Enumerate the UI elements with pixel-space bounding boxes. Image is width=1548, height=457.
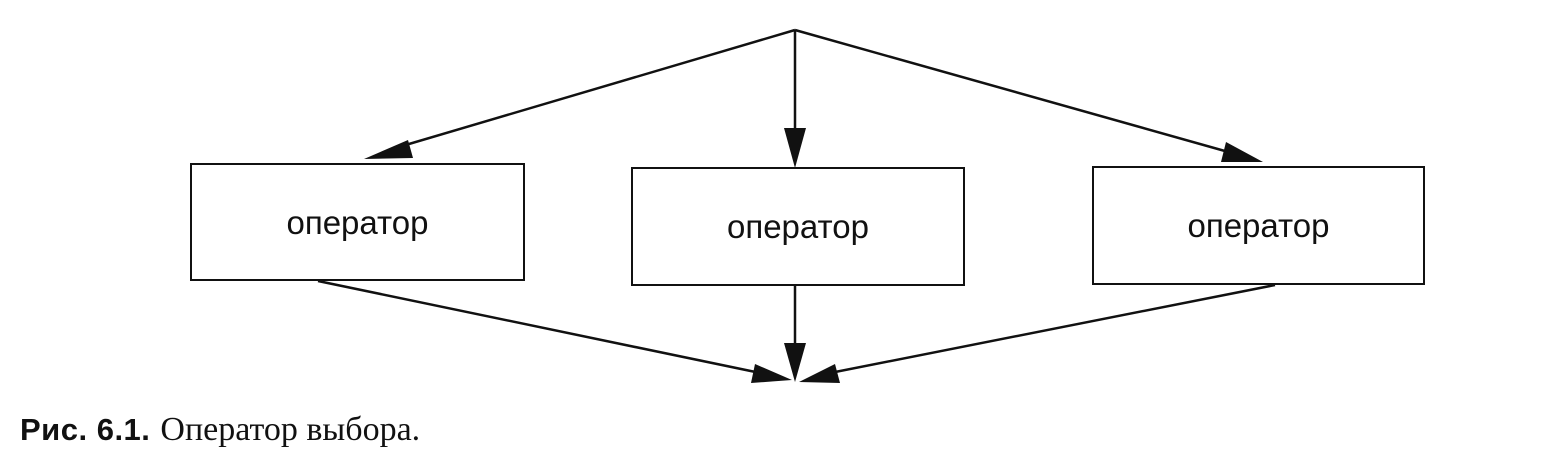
branch-line-left <box>391 28 796 151</box>
merge-line-right <box>824 283 1276 376</box>
caption-figure-number: Рис. 6.1. <box>20 412 151 447</box>
operator-box-left: оператор <box>190 163 525 281</box>
merge-arrowhead-left <box>751 364 792 383</box>
figure-caption: Рис. 6.1. Оператор выбора. <box>20 411 420 449</box>
operator-box-label: оператор <box>726 208 869 245</box>
branch-line-right <box>794 28 1233 155</box>
arrowhead-right <box>1221 142 1263 162</box>
operator-box-right: оператор <box>1092 166 1425 285</box>
merge-arrowhead-right <box>799 364 840 383</box>
merge-line-left <box>317 279 766 376</box>
operator-box-label: оператор <box>286 203 429 241</box>
operator-box-label: оператор <box>1187 207 1330 244</box>
operator-box-center: оператор <box>631 167 965 286</box>
merge-arrowhead-center <box>784 343 806 382</box>
arrowhead-center <box>784 128 806 168</box>
arrowhead-left <box>364 140 413 159</box>
caption-text: Оператор выбора. <box>160 411 421 448</box>
